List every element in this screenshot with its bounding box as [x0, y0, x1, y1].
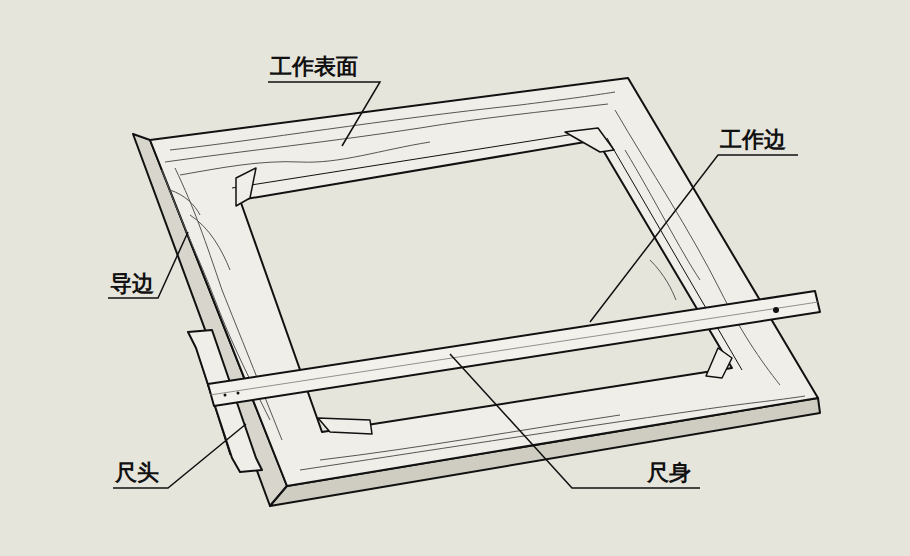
label-guide-edge: 导边 [108, 272, 156, 296]
label-work-edge: 工作边 [718, 128, 788, 152]
label-work-surface: 工作表面 [268, 55, 360, 79]
leader-lines [108, 82, 798, 488]
label-ruler-head: 尺头 [113, 461, 161, 485]
label-ruler-blade: 尺身 [645, 461, 693, 485]
